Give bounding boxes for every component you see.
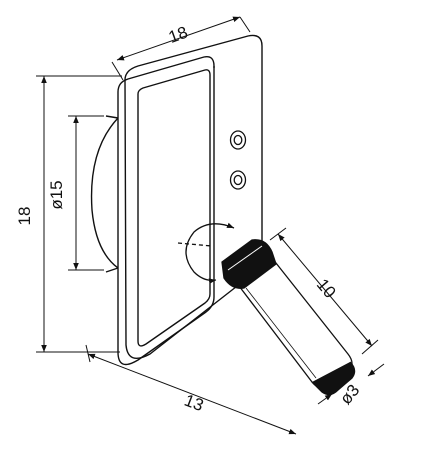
top-width-label: 18: [166, 23, 190, 47]
height-label: 18: [15, 207, 34, 226]
switch-bottom-icon: [229, 170, 247, 190]
dimension-lines: [36, 16, 385, 435]
switches: [229, 130, 247, 190]
lamp-body: [90, 34, 263, 366]
wall-dome: [90, 117, 119, 269]
base-diameter-label: ø15: [47, 180, 66, 209]
rotation-arc: [185, 222, 235, 284]
front-frame-outer: [117, 56, 215, 366]
bottom-depth-label: 13: [182, 391, 206, 416]
arm-length-label: 10: [313, 275, 340, 302]
reading-arm: [177, 222, 356, 396]
switch-top-icon: [229, 130, 247, 150]
front-frame-inner: [137, 69, 211, 347]
back-plate: [124, 34, 263, 360]
